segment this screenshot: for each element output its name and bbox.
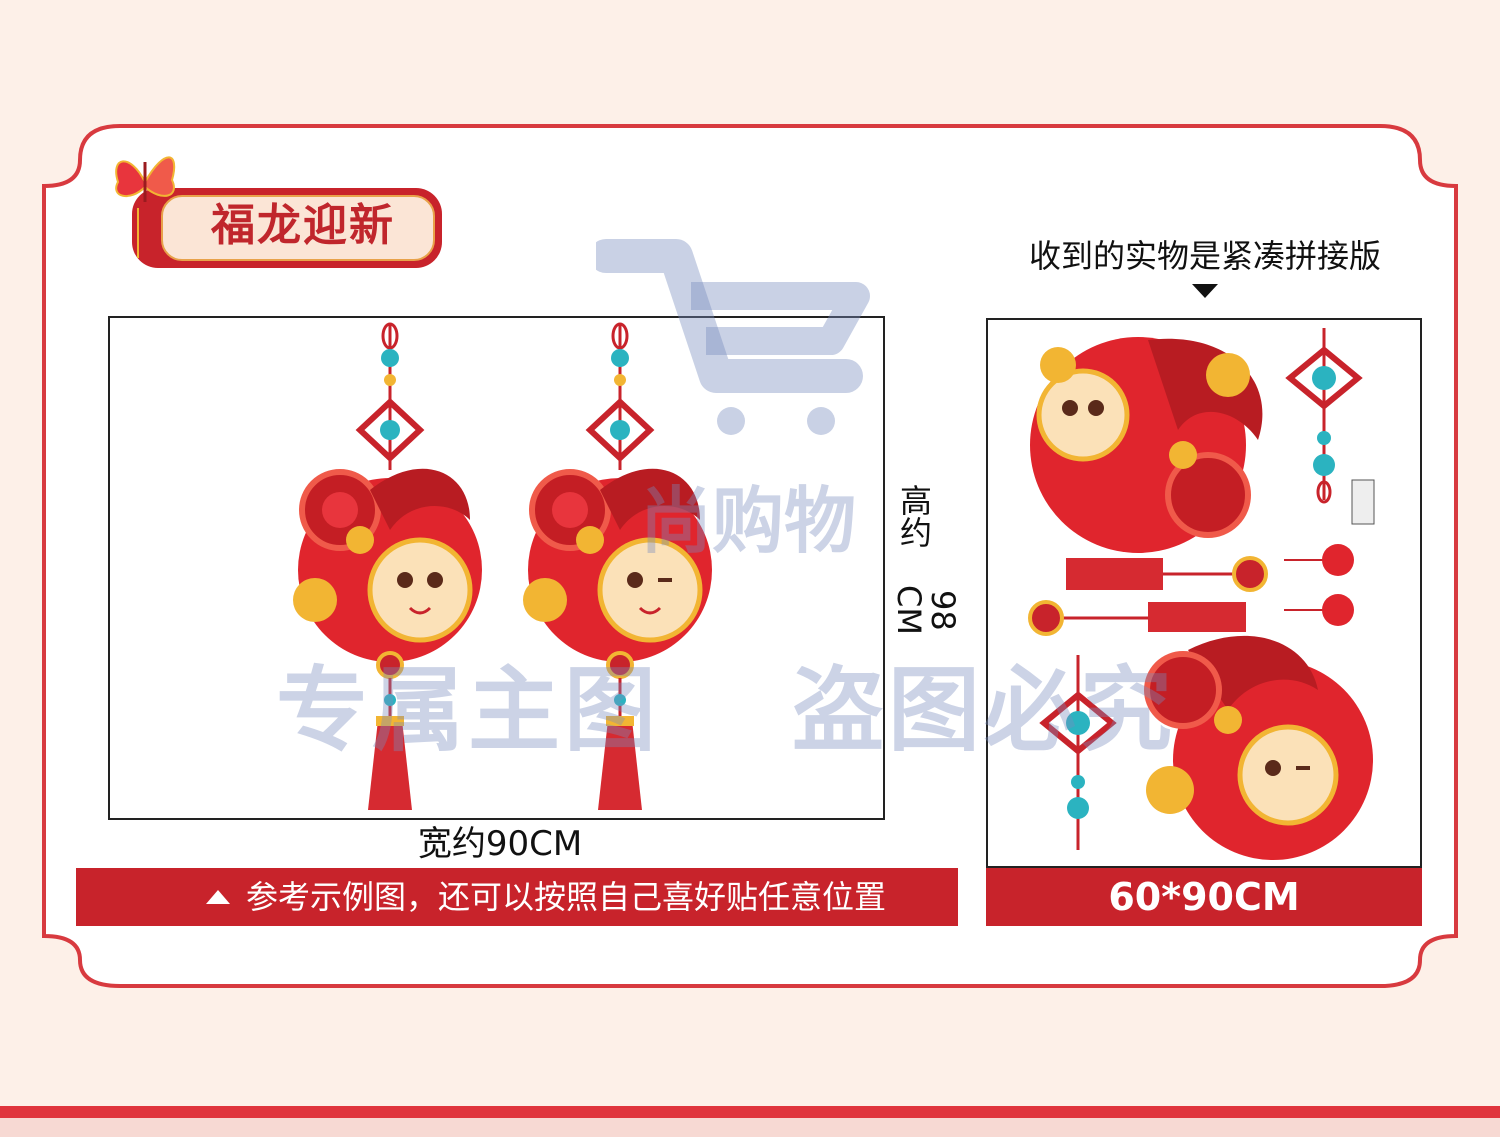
reference-note-bar: 参考示例图，还可以按照自己喜好贴任意位置 (76, 868, 958, 926)
up-triangle-icon (206, 890, 230, 904)
bottom-band (0, 1106, 1500, 1137)
shopping-cart-icon (596, 239, 870, 435)
reference-note: 参考示例图，还可以按照自己喜好贴任意位置 (246, 878, 887, 916)
watermark-brand: 尚购物 (640, 479, 857, 563)
butterfly-icon (115, 156, 176, 202)
height-label-value: 98 CM (890, 585, 962, 635)
compact-sticker-sheet (1028, 328, 1375, 860)
title-badge (132, 188, 442, 268)
width-label: 宽约90CM (417, 824, 583, 864)
page-title: 福龙迎新 (211, 200, 395, 251)
down-arrow-icon (1192, 284, 1218, 298)
example-layout-box (108, 316, 885, 820)
compact-layout-box (986, 318, 1422, 868)
dragon-ornament-right (523, 322, 712, 810)
dragon-ornament-left (293, 322, 482, 810)
watermark-left-text: 专属主图 (276, 657, 661, 764)
compact-version-label: 收到的实物是紧凑拼接版 (1028, 237, 1381, 275)
height-label-prefix: 高约 (895, 484, 933, 548)
size-label: 60*90CM (986, 868, 1422, 926)
watermark-right-text: 盗图必究 (792, 657, 1177, 764)
height-label: 高约 98 CM (890, 480, 962, 660)
